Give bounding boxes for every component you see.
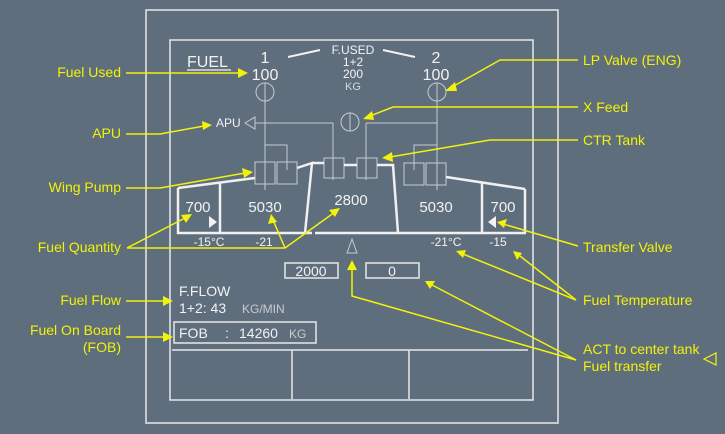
warning-triangle-icon: [702, 352, 717, 366]
engine2-fuel-used: 100: [423, 67, 450, 84]
left-tank-outline: [176, 188, 312, 235]
fob-sep: :: [225, 325, 229, 341]
wing-pump-right-2: [425, 162, 447, 186]
apu-valve-icon: [244, 116, 256, 130]
ctr-pump-2: [356, 157, 378, 179]
act-transfer-icon: [346, 237, 358, 254]
wing-pump-left-1: [254, 161, 276, 185]
act-value-2: 0: [388, 263, 396, 279]
fob-box: [173, 321, 317, 344]
annot-wing-pump: Wing Pump: [49, 179, 122, 195]
annot-act-line2: Fuel transfer: [583, 358, 662, 374]
annot-fuel-temperature: Fuel Temperature: [583, 292, 693, 308]
temp-left-outer: -15°C: [194, 235, 225, 249]
annot-transfer-valve: Transfer Valve: [583, 239, 673, 255]
qty-right-inner: 5030: [419, 199, 452, 216]
fob-label: FOB: [179, 325, 208, 341]
qty-left-inner: 5030: [248, 199, 281, 216]
qty-right-outer: 700: [490, 199, 515, 216]
fob-value: 14260: [239, 325, 278, 341]
engine1-fuel-used: 100: [252, 67, 279, 84]
annot-fob-line1: Fuel On Board: [30, 322, 121, 338]
annot-act-line1: ACT to center tank: [583, 341, 700, 357]
fused-sub: 1+2: [343, 55, 364, 69]
ctr-pump-1: [323, 157, 345, 179]
apu-label: APU: [216, 116, 241, 130]
temp-left-inner: -21: [255, 235, 273, 249]
act-box-2: [365, 262, 420, 279]
fused-bracket-left: [287, 49, 321, 58]
fob-unit: KG: [289, 327, 306, 341]
qty-left-outer: 700: [185, 199, 210, 216]
annot-lp-valve: LP Valve (ENG): [583, 52, 681, 68]
fflow-unit: KG/MIN: [242, 302, 285, 316]
qty-center: 2800: [334, 192, 367, 209]
transfer-valve-left-icon: [209, 216, 217, 228]
center-tank-outline: [390, 163, 400, 234]
act-box-1: [284, 262, 339, 279]
fflow-value: 1+2: 43: [179, 300, 226, 316]
fused-unit: KG: [345, 81, 361, 93]
temp-right-outer: -15: [489, 235, 507, 249]
wing-pump-right-1: [403, 162, 425, 186]
annot-ctr-tank: CTR Tank: [583, 132, 646, 148]
transfer-valve-right-icon: [488, 216, 496, 228]
display-frame: [169, 39, 534, 401]
temp-right-inner: -21°C: [431, 235, 462, 249]
annot-fob-line2: (FOB): [83, 339, 121, 355]
wing-pump-left-2: [276, 161, 298, 185]
engine1-label: 1: [261, 50, 270, 67]
annot-x-feed: X Feed: [583, 99, 628, 115]
annot-fuel-flow: Fuel Flow: [60, 292, 122, 308]
outer-frame: [145, 9, 559, 424]
fused-label: F.USED: [332, 43, 375, 57]
fuel-title: FUEL: [187, 54, 228, 71]
fused-bracket-right: [382, 49, 416, 58]
annot-fuel-used: Fuel Used: [57, 64, 121, 80]
act-value-1: 2000: [295, 263, 326, 279]
annot-fuel-quantity: Fuel Quantity: [38, 239, 121, 255]
annot-apu: APU: [92, 125, 121, 141]
fused-value: 200: [343, 67, 363, 81]
fflow-label: F.FLOW: [179, 283, 231, 299]
engine2-label: 2: [432, 50, 441, 67]
